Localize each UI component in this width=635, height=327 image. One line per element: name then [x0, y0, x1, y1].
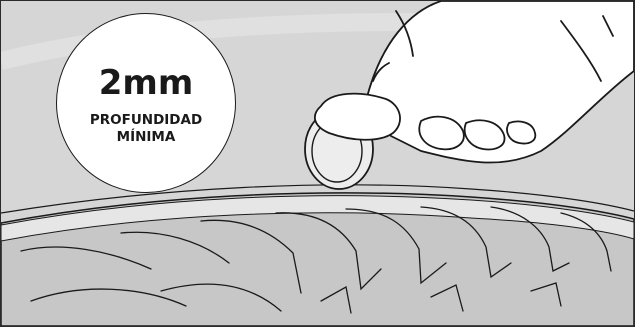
badge-value: 2mm [99, 66, 194, 100]
min-depth-badge: 2mm PROFUNDIDAD MÍNIMA [56, 13, 236, 193]
badge-label-line2: MÍNIMA [71, 129, 221, 146]
badge-label-line1: PROFUNDIDAD [71, 112, 221, 129]
badge-label: PROFUNDIDAD MÍNIMA [71, 112, 221, 146]
